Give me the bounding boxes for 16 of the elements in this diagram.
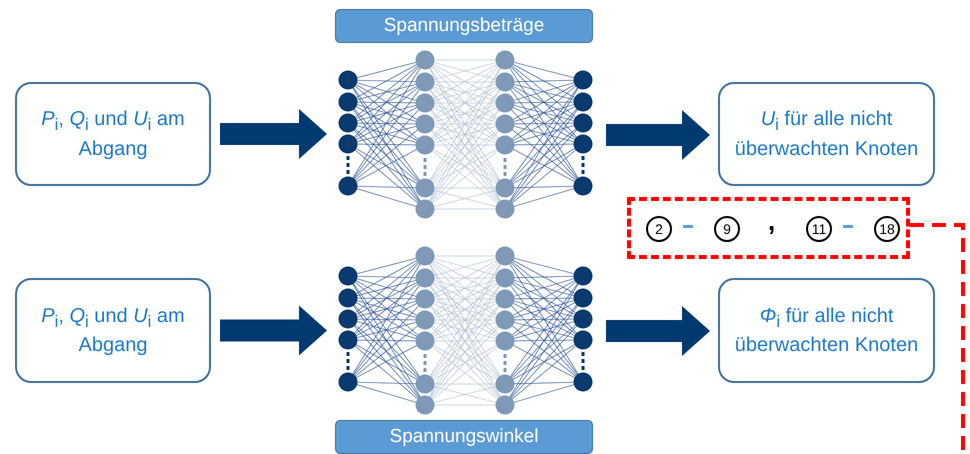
input-output-box: P$_{i}$, Q$_{i}$ und U$_{i}$ am Abgang (15, 82, 211, 186)
dashed-highlight-box (627, 197, 910, 259)
block-arrow (220, 109, 327, 159)
separator-comma: , (768, 208, 776, 234)
input-output-box: P$_{i}$, Q$_{i}$ und U$_{i}$ am Abgang (15, 278, 211, 383)
block-arrow (606, 306, 710, 356)
circled-number: 2 (646, 216, 672, 242)
circled-number: 18 (874, 216, 900, 242)
input-output-box: U$_{i}$ für alle nicht überwachten Knoten (718, 82, 935, 186)
label-band: Spannungswinkel (335, 420, 593, 454)
block-arrow (220, 306, 327, 356)
circled-number: 11 (806, 216, 832, 242)
input-output-box: Φ$_{i}$ für alle nicht überwachten Knoten (718, 278, 935, 383)
circled-number: 9 (714, 216, 740, 242)
label-band: Spannungsbeträge (335, 9, 593, 43)
block-arrow (606, 110, 710, 160)
